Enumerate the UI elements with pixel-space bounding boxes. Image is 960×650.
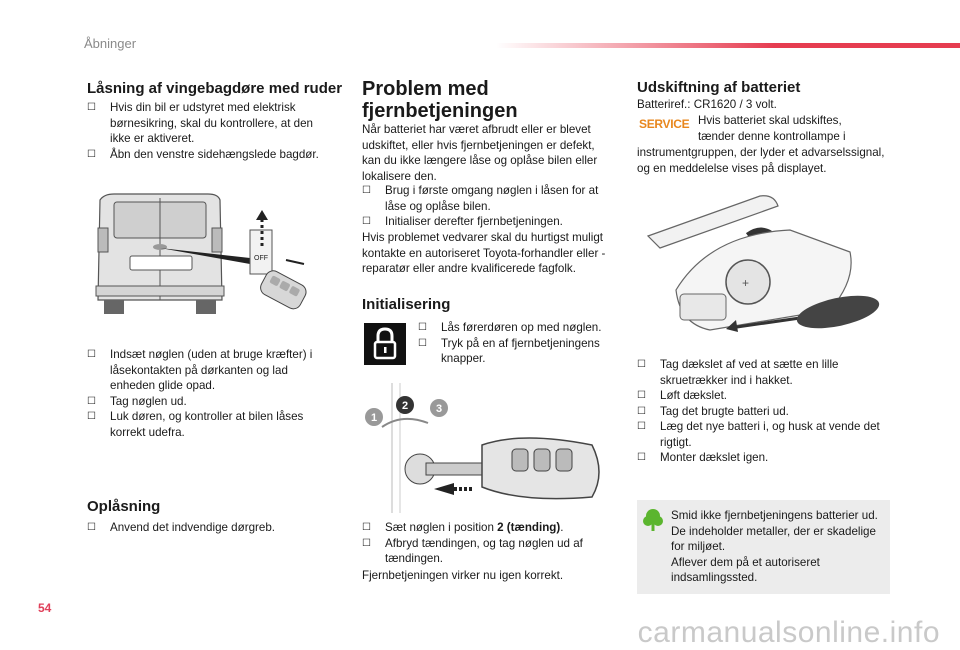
list-item: Løft dækslet. [637, 388, 895, 404]
watermark: carmanualsonline.info [637, 616, 940, 649]
tree-icon [643, 509, 663, 531]
list-item: Hvis din bil er udstyret med elektrisk b… [87, 100, 332, 147]
service-warning-icon: SERVICE [639, 117, 690, 131]
ignition-key-illustration: 1 2 3 [362, 383, 607, 513]
list-item: Brug i første omgang nøglen i låsen for … [362, 183, 614, 214]
step-2-label: 2 [402, 400, 408, 412]
step-1-label: 1 [371, 412, 377, 424]
list-item: Anvend det indvendige dørgreb. [87, 520, 332, 536]
list-item: Læg det nye batteri i, og husk at vende … [637, 419, 895, 450]
list-item: Åbn den venstre sidehængslede bagdør. [87, 147, 332, 163]
service-text-3: instrumentgruppen, der lyder et advarsel… [637, 146, 885, 175]
list-item: Initialiser derefter fjernbetjeningen. [362, 214, 614, 230]
list-item: Lås førerdøren op med nøglen. [418, 320, 614, 336]
van-rear-illustration: OFF [90, 190, 330, 325]
ignition-steps: Sæt nøglen i position 2 (tænding). Afbry… [362, 520, 614, 567]
rear-doors-steps: Hvis din bil er udstyret med elektrisk b… [87, 100, 332, 162]
remote-problem-note: Hvis problemet vedvarer skal du hurtigst… [362, 231, 606, 275]
ignition-note: Fjernbetjeningen virker nu igen korrekt. [362, 569, 564, 582]
section-title: Åbninger [84, 36, 137, 51]
list-item: Tag nøglen ud. [87, 394, 332, 410]
service-text-1: Hvis batteriet skal udskiftes, [698, 114, 842, 127]
list-item: Afbryd tændingen, og tag nøglen ud af tæ… [362, 536, 614, 567]
header-accent-bar [496, 43, 960, 48]
battery-replacement-title: Udskiftning af batteriet [637, 79, 801, 96]
remote-problem-steps: Brug i første omgang nøglen i låsen for … [362, 183, 614, 230]
unlock-steps: Anvend det indvendige dørgreb. [87, 520, 332, 536]
ignition-step-text: Sæt nøglen i position [385, 521, 498, 534]
list-item: Luk døren, og kontroller at bilen låses … [87, 409, 332, 440]
title-line-1: Problem med [362, 78, 489, 100]
padlock-icon [364, 323, 406, 365]
list-item: Tag dækslet af ved at sætte en lille skr… [637, 357, 895, 388]
service-text-2: tænder denne kontrollampe i [698, 130, 846, 143]
battery-ref: Batteriref.: CR1620 / 3 volt. [637, 98, 777, 111]
list-item: Sæt nøglen i position 2 (tænding). [362, 520, 614, 536]
title-line-2: fjernbetjeningen [362, 100, 518, 122]
initialisation-title: Initialisering [362, 296, 451, 313]
environment-note-text: Smid ikke fjernbetjeningens batterier ud… [671, 509, 878, 584]
key-insert-steps: Indsæt nøglen (uden at bruge kræfter) i … [87, 347, 332, 440]
remote-problem-intro: Når batteriet har været afbrudt eller er… [362, 123, 598, 183]
page-number: 54 [38, 601, 52, 615]
battery-replacement-illustration: + [640, 190, 890, 340]
list-item: Monter dækslet igen. [637, 450, 895, 466]
battery-steps: Tag dækslet af ved at sætte en lille skr… [637, 357, 895, 466]
ignition-step-end: . [560, 521, 564, 534]
svg-text:+: + [742, 276, 749, 290]
list-item: Indsæt nøglen (uden at bruge kræfter) i … [87, 347, 332, 394]
ignition-position: 2 (tænding) [497, 521, 561, 534]
list-item: Tryk på en af fjernbetjeningens knapper. [418, 336, 614, 367]
switch-label: OFF [254, 255, 268, 262]
initialisation-steps: Lås førerdøren op med nøglen. Tryk på en… [418, 320, 614, 367]
list-item: Tag det brugte batteri ud. [637, 404, 895, 420]
rear-doors-lock-title: Låsning af vingebagdøre med ruder [87, 80, 343, 97]
environment-note-box: Smid ikke fjernbetjeningens batterier ud… [637, 500, 890, 594]
step-3-label: 3 [436, 403, 442, 415]
remote-problem-title: Problem med fjernbetjeningen [362, 78, 518, 122]
unlock-title: Oplåsning [87, 498, 161, 515]
